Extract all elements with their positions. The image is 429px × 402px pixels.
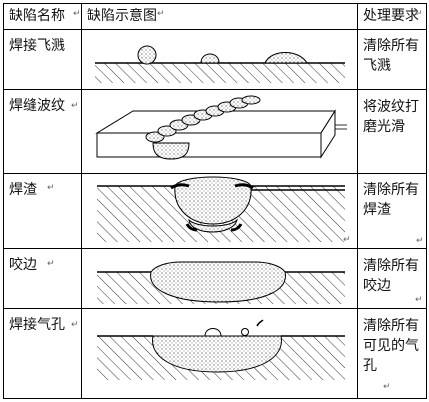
paragraph-mark: ↵ [415, 9, 423, 19]
paragraph-mark: ↵ [383, 382, 391, 392]
paragraph-mark: ↵ [416, 236, 424, 246]
col-divider [81, 3, 82, 399]
col-divider [357, 3, 358, 399]
paragraph-mark: ↵ [71, 101, 79, 111]
row-name: 焊缝波纹 [9, 98, 65, 114]
ripple-diagram [95, 95, 347, 160]
paragraph-mark: ↵ [47, 183, 55, 193]
porosity-diagram [97, 319, 345, 380]
row-requirement: 清除所有焊渣 [363, 182, 419, 218]
table-border-bottom [3, 398, 427, 399]
row-requirement: 将波纹打磨光滑 [363, 99, 419, 135]
header-requirement: 处理要求 [363, 8, 419, 24]
header-divider [3, 29, 427, 30]
header-diagram: 缺陷示意图 [87, 8, 157, 24]
paragraph-mark: ↵ [71, 320, 79, 330]
row-divider [3, 89, 427, 90]
row-divider [3, 308, 427, 309]
row-name: 焊渣 [9, 182, 37, 198]
paragraph-mark: ↵ [157, 9, 165, 19]
defect-table: 缺陷名称 缺陷示意图 处理要求 焊接飞溅 清除所有飞溅 焊缝波纹 将波纹打磨光滑… [3, 3, 427, 399]
row-name: 咬边 [9, 257, 37, 273]
paragraph-mark: ↵ [47, 259, 55, 269]
table-border-left [3, 3, 4, 399]
undercut-diagram [97, 261, 345, 304]
row-requirement: 清除所有咬边 [363, 258, 419, 294]
paragraph-mark: ↵ [73, 9, 81, 19]
spatter-diagram [95, 45, 345, 83]
paragraph-mark: ↵ [415, 295, 423, 305]
paragraph-mark: ↵ [343, 235, 351, 245]
row-name: 焊接气孔 [9, 317, 65, 333]
slag-diagram [97, 176, 345, 242]
table-border-right [426, 3, 427, 399]
row-name: 焊接飞溅 [9, 38, 65, 54]
row-requirement: 清除所有可见的气孔 [363, 318, 419, 374]
row-divider [3, 173, 427, 174]
header-name: 缺陷名称 [9, 8, 65, 24]
table-border-top [3, 3, 427, 4]
row-requirement: 清除所有飞溅 [363, 38, 419, 74]
row-divider [3, 248, 427, 249]
